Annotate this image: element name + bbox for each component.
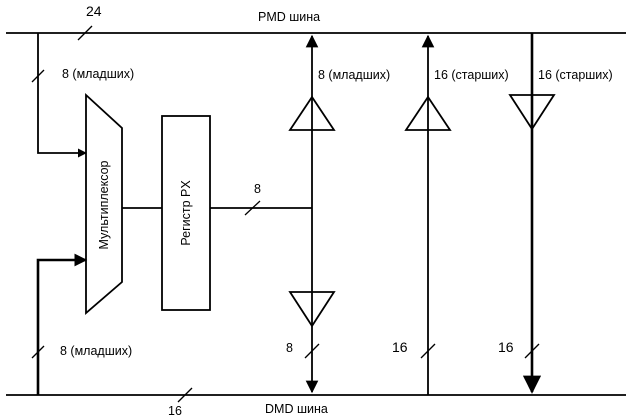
multiplexer-label: Мультиплексор: [97, 160, 111, 249]
buffer-dmd-low-slash: [304, 343, 320, 359]
buffer-pmd-high-up-label: 16 (старших): [434, 68, 509, 82]
high-word-down-path: 16 (старших) 16: [498, 33, 613, 394]
high-word-up-path: 16 (старших) 16: [392, 34, 509, 395]
pmd-bus: 24 PMD шина: [6, 3, 626, 41]
buffer-pmd-high-down: [508, 94, 556, 131]
mux-bottom-input-slash: [31, 345, 45, 359]
dmd-bus: 16 DMD шина: [6, 387, 626, 418]
mux-top-input-label: 8 (младших): [62, 67, 134, 81]
register-output: 8: [210, 182, 312, 216]
buffer-pmd-low: [288, 95, 336, 131]
dmd-bus-label: DMD шина: [265, 402, 328, 416]
pmd-to-dmd-width-label: 16: [498, 339, 514, 355]
register-px-box: [161, 115, 211, 311]
pmd-bus-label: PMD шина: [258, 10, 320, 24]
mux-bottom-input: 8 (младших): [31, 253, 132, 395]
pmd-bus-width-slash: [77, 25, 93, 41]
dmd-to-pmd-slash: [420, 343, 436, 359]
buffer-pmd-low-label: 8 (младших): [318, 68, 390, 82]
buffer-dmd-low-label: 8: [286, 341, 293, 355]
multiplexer: Мультиплексор: [85, 92, 123, 315]
buffer-dmd-low: [288, 291, 336, 328]
mux-bottom-input-wire: [36, 253, 88, 395]
mux-top-input: 8 (младших): [31, 33, 134, 158]
mux-top-input-slash: [31, 69, 45, 83]
multiplexer-shape: [85, 92, 123, 315]
register-output-label: 8: [254, 182, 261, 196]
mux-top-input-wire: [37, 33, 87, 158]
register-px: Регистр PX: [161, 115, 211, 311]
dmd-bus-width-label: 16: [168, 404, 182, 418]
dmd-to-pmd-width-label: 16: [392, 339, 408, 355]
buffer-pmd-high-down-label: 16 (старших): [538, 68, 613, 82]
register-px-label: Регистр PX: [179, 180, 193, 246]
pmd-to-dmd-slash: [524, 343, 540, 359]
low-byte-buffers: 8 (младших) 8: [286, 34, 390, 394]
pmd-bus-width-label: 24: [86, 3, 102, 19]
register-output-slash: [244, 200, 261, 216]
buffer-pmd-high-up: [404, 95, 452, 131]
mux-bottom-input-label: 8 (младших): [60, 344, 132, 358]
dmd-bus-width-slash: [177, 387, 193, 403]
